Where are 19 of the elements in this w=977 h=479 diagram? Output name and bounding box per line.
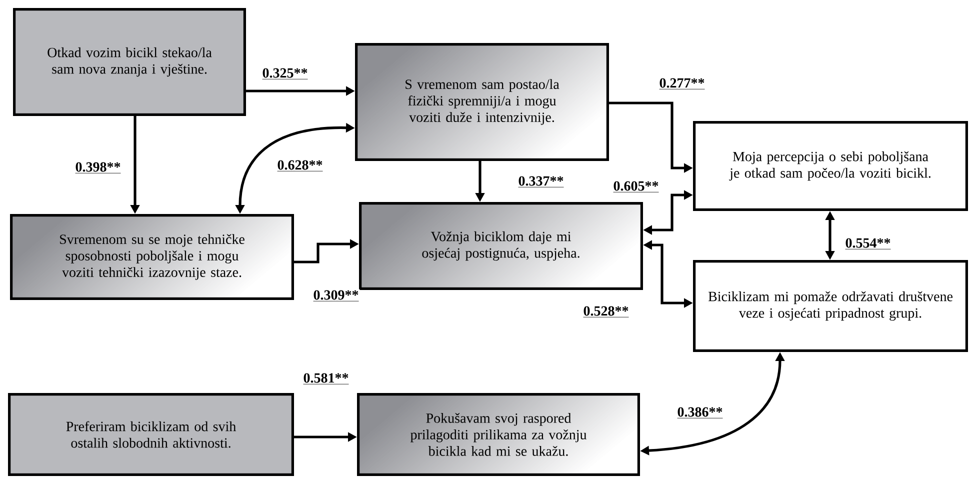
statement-box: S vremenom sam postao/la fizički spremniji/a i mogu voziti duže i intenzivnije. — [355, 43, 609, 161]
statement-box: Otkad vozim bicikl stekao/la sam nova znanja i vještine. — [13, 8, 246, 116]
edge-label: 0.277** — [658, 77, 706, 91]
statement-box: Biciklizam mi pomaže održavati društvene veze i osjećati pripadnost grupi. — [693, 260, 968, 352]
edge-label: 0.309** — [312, 289, 360, 303]
edge-label: 0.554** — [844, 237, 892, 251]
edge-label: 0.605** — [612, 180, 660, 194]
statement-box: Moja percepcija o sebi poboljšana je otkad sam počeo/la voziti bicikl. — [693, 121, 968, 211]
edge-label: 0.528** — [582, 305, 630, 319]
edge-label: 0.398** — [74, 161, 122, 175]
statement-box: Svremenom su se moje tehničke sposobnosti poboljšale i mogu voziti tehnički izazovnije staze. — [10, 214, 294, 300]
statement-box: Preferiram biciklizam od svih ostalih slobodnih aktivnosti. — [8, 393, 294, 476]
statement-box: Vožnja biciklom daje mi osjećaj postignuća, uspjeha. — [359, 202, 643, 290]
edge-label: 0.386** — [676, 406, 724, 420]
edge-label: 0.325** — [261, 67, 309, 81]
edge-label: 0.628** — [276, 159, 324, 173]
statement-box: Pokušavam svoj raspored prilagoditi prilikama za vožnju bicikla kad mi se ukažu. — [357, 393, 640, 476]
edge-label: 0.337** — [517, 175, 565, 189]
edge-label: 0.581** — [302, 372, 350, 386]
